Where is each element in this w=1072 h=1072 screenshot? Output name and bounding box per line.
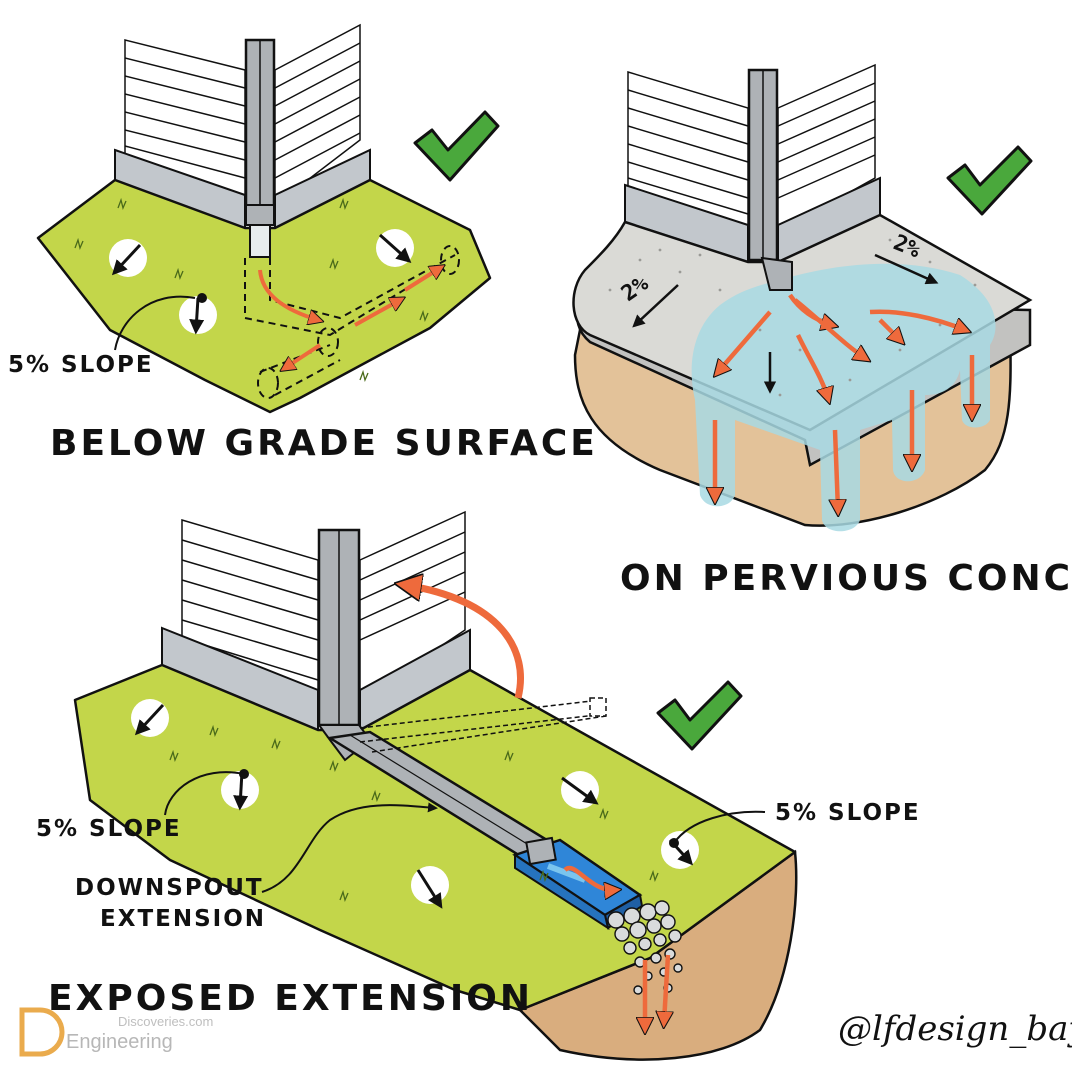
watermark: Discoveries.com Engineering: [19, 1007, 213, 1057]
downspout: [244, 38, 276, 258]
watermark-text: Discoveries.com: [118, 1014, 213, 1029]
slope-label: 5% SLOPE: [36, 816, 182, 842]
grass-tufts: [169, 724, 659, 903]
panel-pervious-concrete: 2% 2% ON PERVIOUS CONCRETE: [572, 63, 1072, 599]
flow-arrow-icon: [563, 865, 615, 890]
extension-label: EXTENSION: [100, 906, 266, 932]
watermark-text: Engineering: [66, 1031, 173, 1053]
slope-arrow-icon: [131, 699, 699, 909]
leader-line: [164, 771, 766, 893]
buried-pipe: [244, 245, 460, 399]
flow-arrow-icon: [715, 293, 972, 510]
grass-lawn: [36, 178, 492, 414]
slope-arrow-icon: [874, 253, 939, 285]
check-icon: [413, 110, 500, 182]
leader-line: [114, 295, 196, 351]
gravel-icon: [607, 900, 683, 995]
extension-alt-position: [359, 697, 607, 753]
signature: @lfdesign_bayarea: [838, 1009, 1072, 1049]
siding-wall: [627, 63, 876, 234]
check-icon: [656, 680, 743, 751]
slope-arrow-icon: [632, 284, 679, 328]
panel-title: EXPOSED EXTENSION: [48, 978, 533, 1019]
check-icon: [946, 145, 1033, 216]
panel-title: BELOW GRADE SURFACE: [50, 423, 598, 464]
slope-label: 5% SLOPE: [8, 352, 154, 378]
extension-label: DOWNSPOUT: [75, 875, 264, 901]
flow-arrow-icon: [645, 954, 668, 1028]
logo-icon: [19, 1007, 65, 1057]
concrete-pores: [608, 238, 977, 397]
panel-below-grade: 5% SLOPE BELOW GRADE SURFACE: [8, 23, 598, 464]
rotate-arrow-icon: [405, 585, 525, 699]
panel-exposed-extension: 5% SLOPE 5% SLOPE DOWNSPOUT EXTENSION EX…: [36, 510, 921, 1061]
panel-title: ON PERVIOUS CONCRETE: [620, 558, 1072, 599]
slope-arrow-icon: [109, 229, 414, 335]
downspout: [747, 68, 793, 291]
grass-tufts: [74, 197, 429, 383]
slope-label: 5% SLOPE: [775, 800, 921, 826]
flow-arrow-icon: [258, 268, 440, 368]
